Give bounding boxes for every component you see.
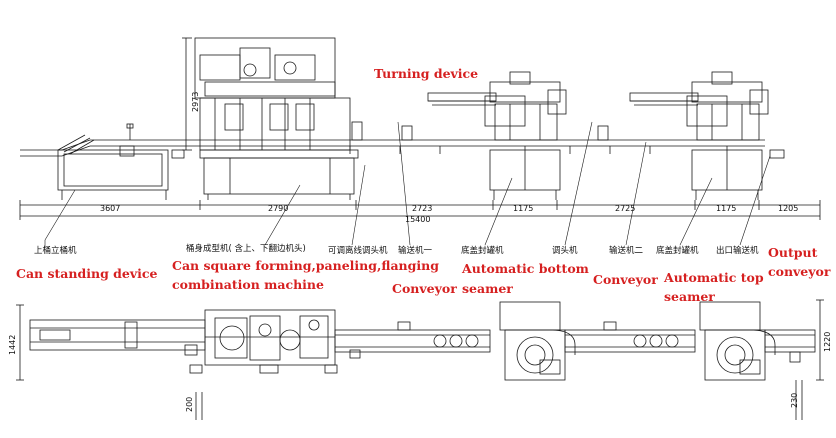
cn-label-turn-head: 调头机 [552,246,578,256]
dim-1175-b: 1175 [716,204,737,213]
forming-machine-drawing [182,37,359,200]
plan-view [16,299,824,420]
label-can-standing-device: Can standing device [16,266,158,281]
dim-1175-a: 1175 [513,204,534,213]
dim-200: 200 [185,396,194,412]
cn-label-conveyor-two: 输送机二 [609,246,644,256]
label-forming-line-1: Can square forming,paneling,flanging [172,258,439,273]
main-conveyor-line [200,121,785,159]
label-conveyor-1: Conveyor [392,281,457,296]
label-forming-line-2: combination machine [172,277,324,292]
leader-lines [44,121,771,248]
cn-label-conveyor-one: 输送机一 [398,246,433,256]
dim-1205: 1205 [778,204,799,213]
cn-label-can-standing: 上桶立桶机 [34,246,77,256]
label-auto-bottom-line-1: Automatic bottom [462,261,589,276]
dim-height-2973: 2973 [191,91,200,112]
dim-width-1442: 1442 [8,334,17,355]
bottom-seamer-drawing [427,71,567,200]
cn-label-top-seamer: 底盖封罐机 [656,246,699,256]
dim-230: 230 [790,392,799,408]
dim-2723: 2723 [412,204,433,213]
label-auto-top-line-2: seamer [664,289,715,304]
cn-label-bottom-seamer: 底盖封罐机 [461,246,504,256]
dim-width-1220: 1220 [823,331,832,352]
label-auto-top-line-1: Automatic top [664,270,764,285]
dim-2790: 2790 [268,204,289,213]
label-auto-bottom-line-2: seamer [462,281,513,296]
label-output-line-2: conveyor [768,264,831,279]
label-conveyor-2: Conveyor [593,272,658,287]
cn-label-forming: 桶身成型机( 含上、下翻边机头) [186,244,306,254]
dim-3607: 3607 [100,204,121,213]
dim-2725: 2725 [615,204,636,213]
label-output-line-1: Output [768,245,818,260]
elevation-view [19,37,821,248]
cn-label-adjustable-head: 可调离线调头机 [328,246,388,256]
can-standing-device-drawing [20,123,200,200]
top-seamer-drawing [629,71,769,200]
cn-label-output: 出口输送机 [716,246,759,256]
dim-total-15400: 15400 [405,215,431,224]
elevation-dimension-lines [19,200,821,220]
label-turning-device: Turning device [374,66,479,81]
